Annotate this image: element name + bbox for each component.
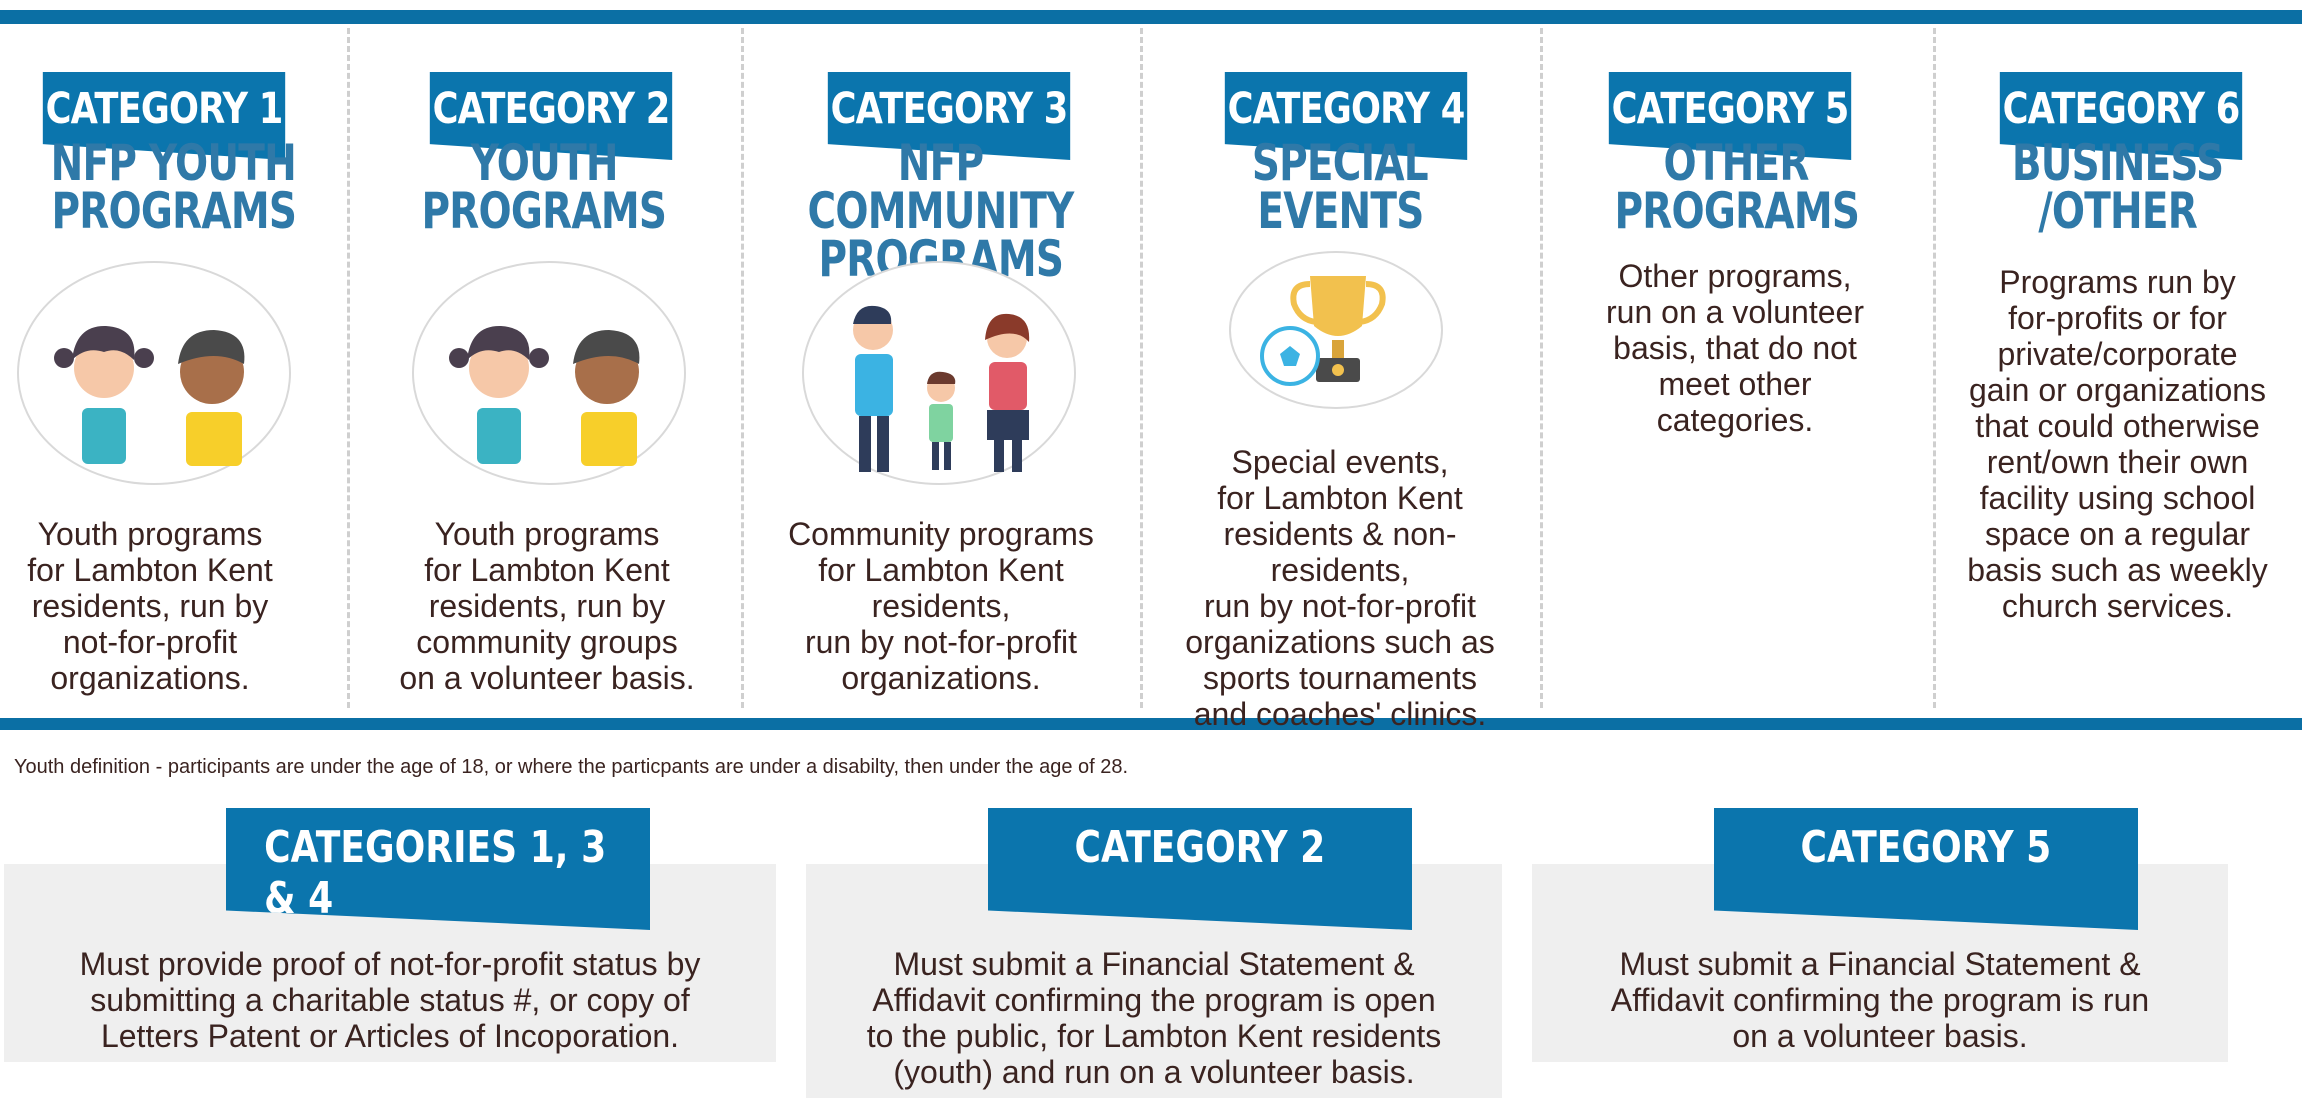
column-divider [1933, 28, 1936, 708]
trophy-soccer-ball-icon [1229, 251, 1443, 409]
top-rule [0, 10, 2302, 24]
category-tag: CATEGORY 1 [42, 72, 286, 160]
family-icon [802, 261, 1076, 485]
requirement-tag: CATEGORY 5 [1714, 808, 2138, 930]
column-divider [1540, 28, 1543, 708]
column-divider [1140, 28, 1143, 708]
two-children-icon [17, 261, 291, 485]
requirement-tag: CATEGORIES 1, 3 & 4 [226, 808, 650, 930]
requirement-tag: CATEGORY 2 [988, 808, 1412, 930]
middle-rule [0, 718, 2302, 730]
youth-definition-note: Youth definition - participants are unde… [14, 756, 1129, 778]
two-children-icon [412, 261, 686, 485]
requirement-description: Must submit a Financial Statement &Affid… [1610, 946, 2150, 1054]
category-tag: CATEGORY 3 [827, 72, 1071, 160]
requirement-description: Must submit a Financial Statement &Affid… [866, 946, 1442, 1090]
column-divider [347, 28, 350, 708]
category-tag: CATEGORY 5 [1608, 72, 1852, 160]
category-tag: CATEGORY 2 [429, 72, 673, 160]
column-divider [741, 28, 744, 708]
category-tag: CATEGORY 4 [1224, 72, 1468, 160]
category-tag: CATEGORY 6 [1999, 72, 2243, 160]
requirement-description: Must provide proof of not-for-profit sta… [79, 946, 701, 1054]
category-title: BUSINESS/OTHER [2011, 134, 2224, 240]
category-column-6: CATEGORY 6 BUSINESS/OTHER Programs run b… [1933, 24, 2302, 714]
